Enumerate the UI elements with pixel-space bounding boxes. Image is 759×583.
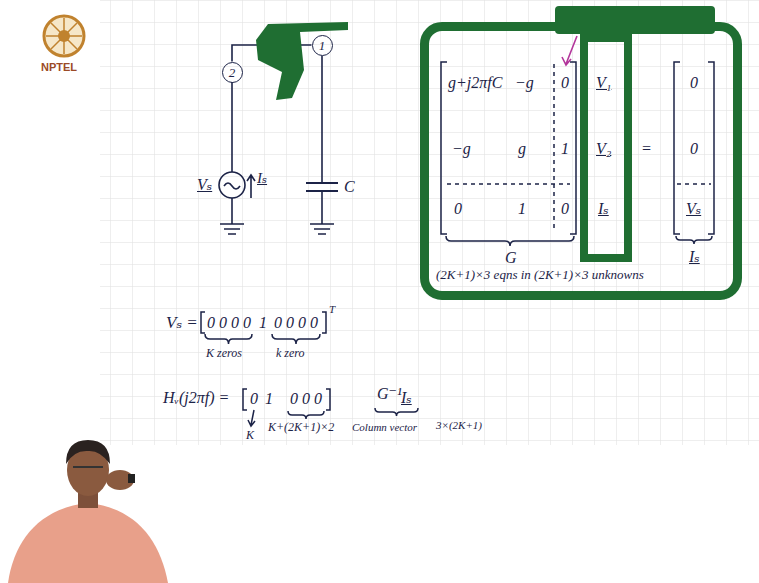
equation-text: Hᵥ(j2πf) =: [163, 389, 229, 407]
green-scribble: [256, 22, 348, 100]
matrix-entry: 1: [518, 200, 526, 218]
underbrace: [205, 334, 252, 344]
emblem-spokes: [46, 18, 82, 54]
matrix-entry: 0: [454, 200, 462, 218]
voltage-source-symbol: [219, 172, 245, 198]
highlight-box: [584, 38, 628, 258]
brace-note: K: [246, 429, 254, 443]
bracket: [201, 312, 205, 333]
matrix-entry: −g: [452, 140, 471, 158]
source-label: Vₛ: [197, 176, 212, 194]
capacitor-symbol: [306, 183, 338, 191]
matrix-entry: 0: [690, 140, 698, 158]
vector-entry: 0: [250, 390, 258, 408]
matrix-entry: −g: [515, 74, 534, 92]
wire: [321, 191, 323, 224]
glasses: [73, 466, 103, 468]
vector-name: Iₛ: [401, 389, 412, 407]
equation-text: Vₛ =: [166, 313, 198, 333]
matrix-entry: 0: [561, 200, 569, 218]
wire: [321, 56, 323, 183]
bracket: [708, 62, 714, 234]
circuit: [219, 56, 338, 234]
brace-note: K+(2K+1)×2: [268, 421, 334, 435]
vector-entry: 1: [259, 314, 267, 332]
matrix-marks: [441, 62, 714, 246]
matrix-entry: 0: [561, 74, 569, 92]
node-number: 2: [222, 62, 243, 83]
underbrace: [375, 408, 418, 416]
matrix-entry: =: [641, 140, 652, 158]
matrix-entry: (2K+1)×3 eqns in (2K+1)×3 unknowns: [436, 268, 644, 283]
matrix-entry: Vₛ: [686, 200, 701, 218]
brace-note: 3×(2K+1): [436, 419, 482, 432]
hair: [66, 440, 110, 464]
matrix-entry: Iₛ: [598, 200, 609, 218]
highlight-frame: g+j2πfC−g0−gg1010V₁V₂Iₛ=00VₛGIₛ(2K+1)×3 …: [420, 22, 742, 300]
bracket: [322, 312, 326, 333]
brace-note: K zeros: [206, 347, 242, 361]
matrix-inverse: G⁻¹: [377, 385, 402, 403]
underbrace: [272, 334, 320, 344]
matrix-entry: 1: [561, 140, 569, 158]
matrix-entry: 0: [690, 74, 698, 92]
pointer-arrow: [562, 36, 577, 65]
brace-note: k zero: [276, 347, 305, 361]
underbrace: [446, 236, 574, 246]
matrix-entry: G: [505, 249, 517, 267]
source-tilde: [224, 183, 240, 189]
matrix-entry: g: [518, 140, 526, 158]
underbrace: [288, 411, 324, 419]
node-label: 1: [319, 39, 326, 52]
equation-marks: [201, 312, 418, 426]
wire: [231, 82, 233, 172]
transpose-mark: T: [329, 303, 335, 316]
bracket: [674, 62, 680, 234]
emblem-ring: [44, 16, 84, 56]
matrix-entry: V₁: [596, 74, 611, 92]
brace-note: Column vector: [352, 421, 417, 434]
node-label: 2: [229, 66, 236, 79]
matrix-entry: Iₛ: [689, 248, 700, 266]
ground-symbol: [220, 224, 244, 234]
capacitor-label: C: [344, 178, 355, 196]
bracket: [570, 62, 576, 234]
vector-entry: 0 0 0: [290, 390, 322, 408]
node-number: 1: [312, 35, 333, 56]
ground-symbol: [310, 224, 334, 234]
vector-entry: 0 0 0 0: [274, 314, 318, 332]
underbrace: [676, 236, 712, 244]
lecturer: [8, 440, 168, 583]
current-label: Iₛ: [257, 170, 267, 187]
watch: [128, 474, 135, 483]
logo-text: NPTEL: [41, 61, 77, 74]
matrix-entry: g+j2πfC: [448, 74, 502, 92]
bracket: [243, 389, 247, 410]
current-arrow: [247, 175, 255, 198]
hands: [106, 470, 134, 490]
emblem-hub: [58, 30, 70, 42]
matrix-entry: V₂: [596, 140, 611, 158]
whiteboard-grid: [100, 0, 759, 445]
shirt: [8, 503, 168, 583]
vector-entry: 0 0 0 0: [207, 314, 251, 332]
pointer-arrow: [248, 410, 255, 426]
vector-entry: 1: [265, 390, 273, 408]
wire: [231, 198, 233, 224]
bracket: [326, 389, 330, 410]
bracket: [441, 62, 447, 234]
nptel-emblem: [44, 16, 84, 56]
partition-line: [447, 64, 711, 232]
